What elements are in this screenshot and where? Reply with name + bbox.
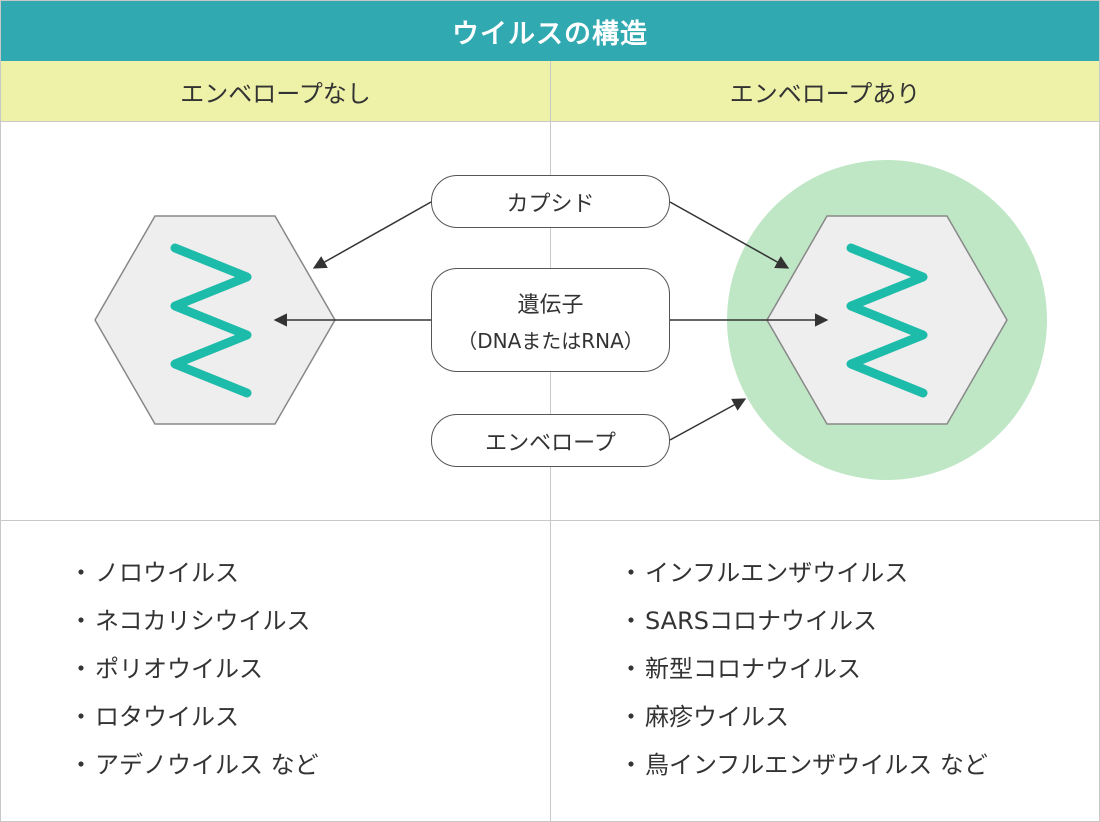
list-item: ネコカリシウイルス: [69, 597, 319, 645]
label-envelope-text: エンベロープ: [485, 430, 616, 456]
list-item: SARSコロナウイルス: [619, 597, 988, 645]
header-no-envelope: エンベロープなし: [180, 79, 371, 108]
list-item: ポリオウイルス: [69, 645, 319, 693]
label-gene-subtext: （DNAまたはRNA）: [457, 328, 644, 353]
list-item: ノロウイルス: [69, 549, 319, 597]
figure-title: ウイルスの構造: [1, 1, 1099, 61]
list-item: 鳥インフルエンザウイルス など: [619, 741, 988, 789]
label-capsid-text: カプシド: [506, 191, 595, 217]
arrow-capsid-right: [669, 201, 790, 269]
label-gene: 遺伝子 （DNAまたはRNA）: [431, 268, 670, 372]
column-header-row: エンベロープなし エンベロープあり: [1, 61, 1099, 122]
virus-list-no-envelope: ノロウイルス ネコカリシウイルス ポリオウイルス ロタウイルス アデノウイルス …: [69, 549, 319, 789]
gene-zigzag-left: [170, 243, 252, 398]
virus-list-with-envelope: インフルエンザウイルス SARSコロナウイルス 新型コロナウイルス 麻疹ウイルス…: [619, 549, 988, 789]
list-item: インフルエンザウイルス: [619, 549, 988, 597]
label-gene-text: 遺伝子: [517, 292, 584, 318]
arrow-capsid-left: [312, 201, 432, 269]
list-item: 麻疹ウイルス: [619, 693, 988, 741]
row-divider: [1, 520, 1099, 521]
header-with-envelope: エンベロープあり: [729, 79, 921, 108]
list-item: アデノウイルス など: [69, 741, 319, 789]
label-capsid: カプシド: [431, 175, 670, 228]
list-item: 新型コロナウイルス: [619, 645, 988, 693]
gene-zigzag-right: [846, 243, 928, 398]
list-item: ロタウイルス: [69, 693, 319, 741]
label-envelope: エンベロープ: [431, 414, 670, 467]
arrow-envelope: [669, 398, 747, 441]
